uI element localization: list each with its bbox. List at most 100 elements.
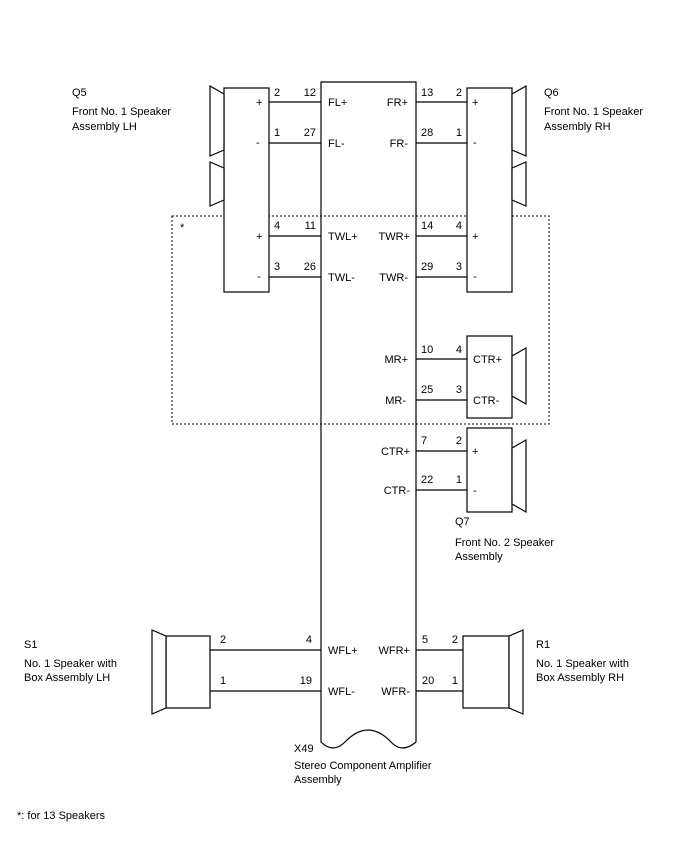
pin-q6-fr-pos: 2 [456, 87, 462, 99]
pin-amp-twl-pos: 11 [305, 220, 316, 232]
signal-fl-pos: FL+ [328, 97, 347, 109]
q5-tweeter-cone-icon [209, 161, 225, 207]
pin-s1-pos: 2 [220, 634, 226, 646]
pin-q5-tw-pos: 4 [274, 220, 280, 232]
q6-fr-plus: + [472, 97, 478, 109]
signal-twl-pos: TWL+ [328, 231, 358, 243]
s1-code: S1 [24, 639, 37, 651]
pin-r1-pos: 2 [452, 634, 458, 646]
signal-mr-pos: MR+ [384, 354, 408, 366]
x49-code: X49 [294, 743, 314, 755]
q7-mid-cone-icon [511, 346, 527, 406]
signal-ctr-pos: CTR+ [381, 446, 410, 458]
polarity-marks: + - + - + - + - + - [256, 97, 478, 497]
signal-ctr-neg: CTR- [384, 485, 411, 497]
pin-amp-twr-pos: 14 [421, 220, 433, 232]
q6-tw-plus: + [472, 231, 478, 243]
s1-speaker [151, 629, 211, 715]
pin-q7-mr-pos: 4 [456, 344, 462, 356]
pin-q7-ctr-neg: 1 [456, 474, 462, 486]
q7-ctr-minus: - [473, 485, 477, 497]
pin-amp-fl-pos: 12 [304, 87, 316, 99]
pin-q7-mr-neg: 3 [456, 384, 462, 396]
r1-name-line1: No. 1 Speaker with [536, 658, 629, 670]
pin-amp-fr-pos: 13 [421, 87, 433, 99]
x49-name-line2: Assembly [294, 774, 342, 786]
q6-speaker-cone-icon [511, 84, 527, 157]
q7-ctr-plus: + [472, 446, 478, 458]
pin-r1-neg: 1 [452, 675, 458, 687]
signal-mr-neg: MR- [385, 395, 406, 407]
pin-amp-fl-neg: 27 [304, 127, 316, 139]
r1-code: R1 [536, 639, 550, 651]
asterisk-mark: * [180, 222, 185, 234]
x49-name-line1: Stereo Component Amplifier [294, 760, 432, 772]
q6-code: Q6 [544, 87, 559, 99]
q6-tweeter-cone-icon [511, 161, 527, 207]
signal-wfl-neg: WFL- [328, 686, 355, 698]
pin-amp-wfl-pos: 4 [306, 634, 312, 646]
pin-amp-ctr-neg: 22 [421, 474, 433, 486]
q5-tw-minus: - [257, 271, 261, 283]
pin-amp-twr-neg: 29 [421, 261, 433, 273]
q5-speaker [209, 84, 270, 293]
q5-fl-plus: + [256, 97, 262, 109]
q7-label-ctr-neg: CTR- [473, 395, 500, 407]
pin-amp-mr-pos: 10 [421, 344, 433, 356]
q6-fr-minus: - [473, 137, 477, 149]
q5-name-line2: Assembly LH [72, 121, 137, 133]
q6-name-line2: Assembly RH [544, 121, 611, 133]
q7-name-line2: Assembly [455, 551, 503, 563]
s1-name-line1: No. 1 Speaker with [24, 658, 117, 670]
signal-fr-neg: FR- [390, 138, 409, 150]
pin-q5-fl-pos: 2 [274, 87, 280, 99]
optional-13-speaker-region [171, 215, 550, 425]
pin-q5-tw-neg: 3 [274, 261, 280, 273]
pin-amp-ctr-pos: 7 [421, 435, 427, 447]
q7-label-ctr-pos: CTR+ [473, 354, 502, 366]
pin-q6-tw-neg: 3 [456, 261, 462, 273]
signal-wfr-neg: WFR- [381, 686, 410, 698]
q7-center-cone-icon [511, 438, 527, 514]
r1-name-line2: Box Assembly RH [536, 672, 624, 684]
pin-numbers: 2 12 1 27 13 2 28 1 4 11 3 26 14 4 29 3 … [220, 87, 462, 687]
footnote: *: for 13 Speakers [17, 810, 106, 822]
q7-name-line1: Front No. 2 Speaker [455, 537, 554, 549]
wires [210, 101, 467, 692]
amp-signal-labels: FL+ FL- FR+ FR- TWL+ TWL- TWR+ TWR- MR+ … [328, 97, 410, 698]
q7-code: Q7 [455, 516, 470, 528]
amplifier-body [320, 81, 417, 749]
q6-name-line1: Front No. 1 Speaker [544, 106, 643, 118]
signal-twr-neg: TWR- [379, 272, 408, 284]
signal-twr-pos: TWR+ [379, 231, 410, 243]
q5-fl-minus: - [256, 137, 260, 149]
signal-fl-neg: FL- [328, 138, 345, 150]
pin-q6-tw-pos: 4 [456, 220, 462, 232]
pin-amp-twl-neg: 26 [304, 261, 316, 273]
q7-center-speaker [466, 427, 527, 514]
signal-wfl-pos: WFL+ [328, 645, 358, 657]
pin-s1-neg: 1 [220, 675, 226, 687]
s1-name-line2: Box Assembly LH [24, 672, 110, 684]
s1-cone-icon [151, 629, 167, 715]
pin-q5-fl-neg: 1 [274, 127, 280, 139]
signal-twl-neg: TWL- [328, 272, 355, 284]
pin-amp-fr-neg: 28 [421, 127, 433, 139]
pin-q6-fr-neg: 1 [456, 127, 462, 139]
q5-code: Q5 [72, 87, 87, 99]
q6-tw-minus: - [473, 271, 477, 283]
pin-amp-mr-neg: 25 [421, 384, 433, 396]
q7-mid-speaker [466, 335, 527, 419]
pin-amp-wfr-pos: 5 [422, 634, 428, 646]
q5-name-line1: Front No. 1 Speaker [72, 106, 171, 118]
pin-q7-ctr-pos: 2 [456, 435, 462, 447]
q5-speaker-cone-icon [209, 84, 225, 157]
signal-wfr-pos: WFR+ [379, 645, 410, 657]
r1-cone-icon [508, 629, 524, 715]
pin-amp-wfr-neg: 20 [422, 675, 434, 687]
pin-amp-wfl-neg: 19 [300, 675, 312, 687]
signal-fr-pos: FR+ [387, 97, 408, 109]
r1-speaker [462, 629, 524, 715]
q5-tw-plus: + [256, 231, 262, 243]
